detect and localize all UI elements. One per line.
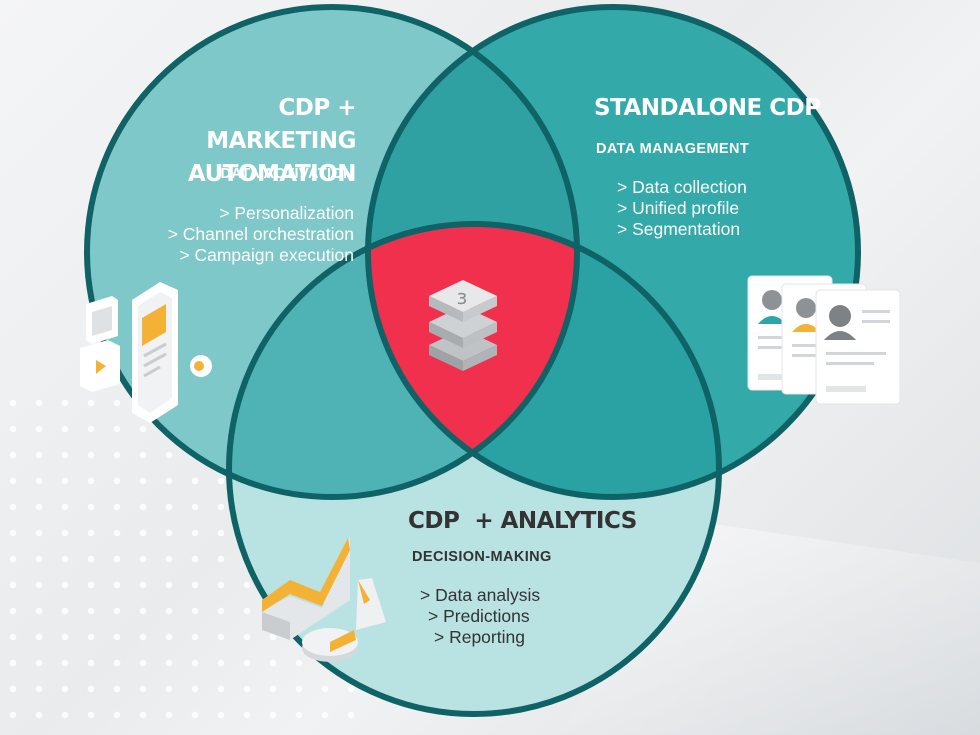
bottom-set-title: CDP + ANALYTICS: [408, 508, 637, 534]
list-item: > Data analysis: [420, 585, 541, 605]
analytics-chart-icon: [262, 536, 386, 662]
list-item: > Data collection: [617, 177, 747, 197]
mobile-marketing-icon: [80, 282, 212, 423]
right-set-subtitle: DATA MANAGEMENT: [596, 141, 750, 157]
layers-logo-icon: ɜ: [429, 280, 497, 371]
list-item: > Campaign execution: [179, 245, 354, 265]
bottom-set-subtitle: DECISION-MAKING: [412, 549, 552, 565]
bottom-set-list: > Data analysis > Predictions > Reportin…: [420, 585, 600, 648]
right-set-title: STANDALONE CDP: [594, 95, 821, 121]
outline-bottom: [226, 221, 722, 717]
list-item: > Segmentation: [617, 219, 741, 239]
list-item: > Personalization: [219, 203, 354, 223]
left-title-line1: CDP + MARKETING: [206, 95, 356, 154]
profile-cards-icon: [747, 275, 901, 405]
list-item: > Predictions: [428, 606, 530, 626]
list-item: > Unified profile: [617, 198, 740, 218]
outline-right: [365, 4, 861, 500]
right-set-list: > Data collection > Unified profile > Se…: [617, 177, 817, 240]
left-set-subtitle: DATA ACTIVATION: [220, 166, 354, 182]
list-item: > Channel orchestration: [167, 224, 354, 244]
outline-left: [84, 4, 580, 500]
left-set-title: CDP + MARKETING AUTOMATION: [150, 92, 356, 191]
logo-glyph: ɜ: [457, 285, 468, 309]
left-title-line2: AUTOMATION: [188, 161, 356, 187]
list-item: > Reporting: [434, 627, 525, 647]
left-set-list: > Personalization > Channel orchestratio…: [120, 203, 354, 266]
